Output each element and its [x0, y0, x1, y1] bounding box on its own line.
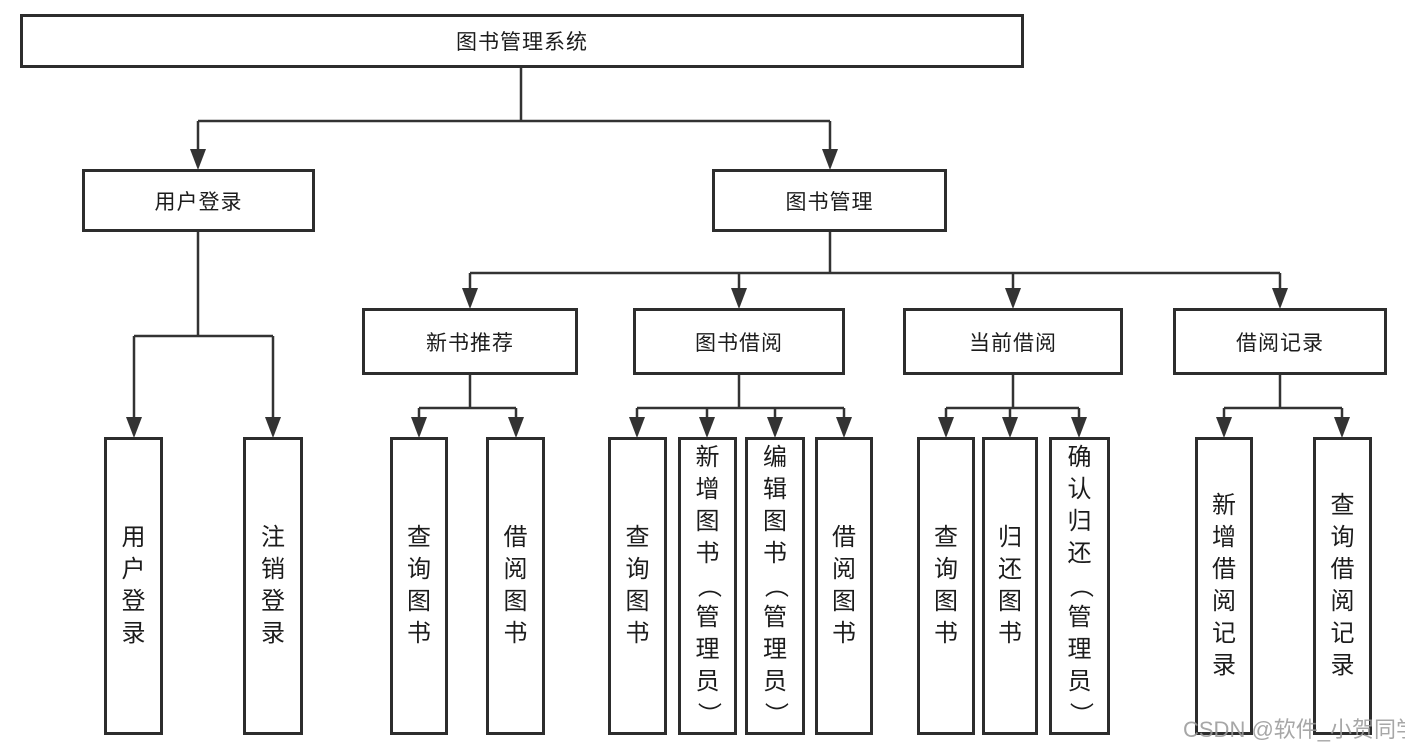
- node-book-borrow-label: 图书借阅: [695, 331, 783, 355]
- leaf-logout-label: 注销登录: [261, 524, 285, 647]
- leaf-return-books: 归还图书: [982, 437, 1038, 735]
- leaf-recommend-query-books-label: 查询图书: [407, 524, 431, 647]
- arrow-icon: [767, 417, 783, 438]
- connector-new-book-rec: [417, 375, 518, 420]
- node-root: 图书管理系统: [20, 14, 1024, 68]
- arrow-icon: [1005, 288, 1021, 309]
- node-user-login-label: 用户登录: [154, 190, 243, 214]
- connector-user-login: [132, 232, 275, 420]
- arrow-icon: [1002, 417, 1018, 438]
- node-root-label: 图书管理系统: [456, 31, 588, 54]
- leaf-edit-books-admin-label: 编辑图书（管理员）: [762, 444, 789, 726]
- node-book-borrow: 图书借阅: [633, 308, 845, 375]
- leaf-current-query-books-label: 查询图书: [934, 524, 958, 647]
- arrow-icon: [1071, 417, 1087, 438]
- leaf-add-borrow-record-label: 新增借阅记录: [1212, 492, 1236, 679]
- leaf-current-query-books: 查询图书: [917, 437, 975, 735]
- node-book-management-label: 图书管理: [785, 190, 874, 214]
- leaf-confirm-return-admin: 确认归还（管理员）: [1049, 437, 1110, 735]
- leaf-user-login: 用户登录: [104, 437, 163, 735]
- arrow-icon: [190, 149, 206, 170]
- node-current-borrow: 当前借阅: [903, 308, 1123, 375]
- leaf-query-borrow-record-label: 查询借阅记录: [1330, 492, 1355, 679]
- arrow-icon: [508, 417, 524, 438]
- leaf-edit-books-admin: 编辑图书（管理员）: [745, 437, 805, 735]
- leaf-add-books-admin: 新增图书（管理员）: [678, 437, 737, 735]
- arrow-icon: [731, 288, 747, 309]
- leaf-borrow-books-label: 借阅图书: [832, 524, 856, 647]
- arrow-icon: [265, 417, 281, 438]
- arrow-icon: [462, 288, 478, 309]
- connector-book-mgmt: [468, 232, 1282, 290]
- leaf-logout: 注销登录: [243, 437, 303, 735]
- leaf-query-borrow-record: 查询借阅记录: [1313, 437, 1372, 735]
- arrow-icon: [938, 417, 954, 438]
- arrowheads: [126, 149, 1350, 438]
- leaf-recommend-borrow-books-label: 借阅图书: [503, 524, 528, 647]
- connector-borrow-records: [1222, 375, 1344, 420]
- connector-root: [196, 68, 832, 152]
- leaf-add-borrow-record: 新增借阅记录: [1195, 437, 1253, 735]
- node-new-book-recommend: 新书推荐: [362, 308, 578, 375]
- node-new-book-recommend-label: 新书推荐: [426, 331, 514, 355]
- arrow-icon: [629, 417, 645, 438]
- arrow-icon: [126, 417, 142, 438]
- leaf-recommend-borrow-books: 借阅图书: [486, 437, 545, 735]
- leaf-return-books-label: 归还图书: [998, 524, 1022, 647]
- arrow-icon: [411, 417, 427, 438]
- arrow-icon: [1216, 417, 1232, 438]
- arrow-icon: [822, 149, 838, 170]
- leaf-borrow-query-books-label: 查询图书: [625, 524, 650, 647]
- watermark: CSDN @软件_小贺同学: [1183, 717, 1405, 742]
- node-book-management: 图书管理: [712, 169, 947, 232]
- arrow-icon: [836, 417, 852, 438]
- leaf-confirm-return-admin-label: 确认归还（管理员）: [1066, 444, 1094, 726]
- node-borrow-records: 借阅记录: [1173, 308, 1387, 375]
- leaf-add-books-admin-label: 新增图书（管理员）: [694, 444, 722, 726]
- arrow-icon: [1272, 288, 1288, 309]
- node-borrow-records-label: 借阅记录: [1236, 331, 1324, 355]
- node-current-borrow-label: 当前借阅: [969, 331, 1057, 355]
- node-user-login: 用户登录: [82, 169, 315, 232]
- connector-book-borrow: [635, 375, 846, 420]
- leaf-recommend-query-books: 查询图书: [390, 437, 448, 735]
- leaf-user-login-label: 用户登录: [121, 524, 146, 647]
- leaf-borrow-books: 借阅图书: [815, 437, 873, 735]
- arrow-icon: [699, 417, 715, 438]
- arrow-icon: [1334, 417, 1350, 438]
- connector-current-borrow: [944, 375, 1081, 420]
- leaf-borrow-query-books: 查询图书: [608, 437, 667, 735]
